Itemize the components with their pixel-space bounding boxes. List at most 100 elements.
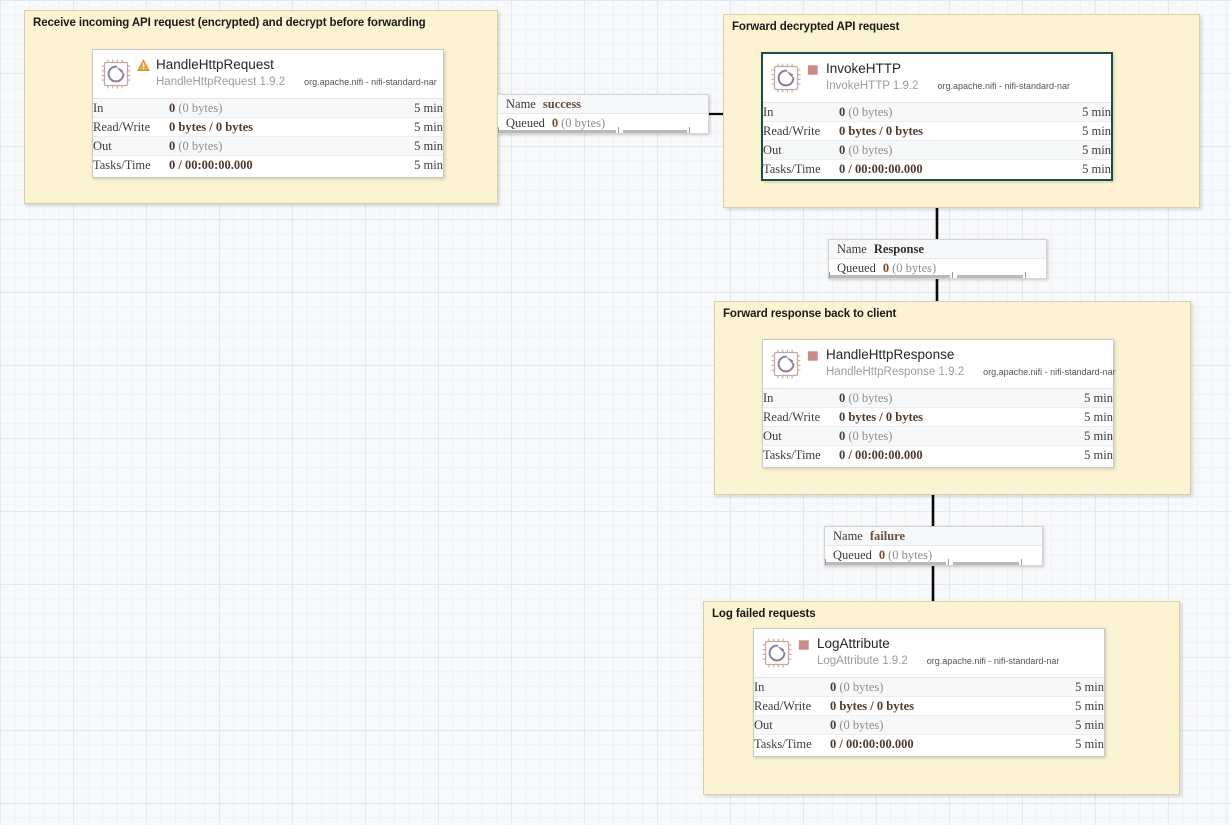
stat-time: 5 min <box>397 98 443 118</box>
queue-bar-tick <box>618 127 619 133</box>
connection-queue-bar <box>498 126 708 133</box>
stat-time: 5 min <box>1065 140 1111 160</box>
queue-bar-segment <box>623 130 687 133</box>
stat-time: 5 min <box>397 117 443 137</box>
stat-value: 0 / 00:00:00.000 <box>169 157 253 172</box>
stat-detail: (0 bytes) <box>845 142 893 157</box>
stop-icon[interactable] <box>798 638 811 651</box>
stat-value: 0 <box>169 138 176 153</box>
stat-value-cell: 0 (0 bytes) <box>839 388 1067 408</box>
processor-name: HandleHttpRequest <box>156 58 274 72</box>
stat-label: Out <box>763 426 839 446</box>
warning-icon[interactable] <box>137 59 150 72</box>
queue-bar-segment <box>499 130 616 133</box>
stat-value: 0 <box>830 679 837 694</box>
stat-detail: (0 bytes) <box>175 100 223 115</box>
stat-label: Read/Write <box>93 117 169 137</box>
stat-value-cell: 0 / 00:00:00.000 <box>830 734 1058 754</box>
stat-time: 5 min <box>1058 696 1104 716</box>
stat-value-cell: 0 (0 bytes) <box>169 136 397 156</box>
processor-name: HandleHttpResponse <box>826 348 955 362</box>
processor-bundle: org.apache.nifi - nifi-standard-nar <box>937 81 1071 91</box>
stop-icon[interactable] <box>807 63 820 76</box>
stat-value: 0 <box>839 390 846 405</box>
stat-value-cell: 0 (0 bytes) <box>839 140 1065 160</box>
queue-bar-tick <box>498 127 499 133</box>
stat-time: 5 min <box>1065 102 1111 122</box>
stat-detail: (0 bytes) <box>845 390 893 405</box>
connection-name-row: Name Response <box>829 240 1046 259</box>
stat-value-cell: 0 bytes / 0 bytes <box>839 407 1067 427</box>
stat-value: 0 / 00:00:00.000 <box>839 447 923 462</box>
processor-bundle: org.apache.nifi - nifi-standard-nar <box>983 367 1116 377</box>
stat-value: 0 <box>839 428 846 443</box>
processor-chip-icon <box>762 638 792 668</box>
processor-type: HandleHttpRequest 1.9.2 <box>156 76 286 88</box>
stat-time: 5 min <box>397 155 443 175</box>
connection-queued-count: 0 <box>551 116 559 130</box>
stat-label: Tasks/Time <box>763 445 839 465</box>
stat-value: 0 / 00:00:00.000 <box>830 736 914 751</box>
stat-value: 0 bytes / 0 bytes <box>169 119 254 134</box>
stat-time: 5 min <box>1067 426 1113 446</box>
processor-type: InvokeHTTP 1.9.2 <box>826 80 919 92</box>
processor-type: HandleHttpResponse 1.9.2 <box>826 366 965 378</box>
connection-queued-size: (0 bytes) <box>892 261 937 275</box>
connection-name-value: Response <box>873 241 924 256</box>
stat-label: Tasks/Time <box>763 159 839 179</box>
stat-value: 0 <box>839 142 846 157</box>
stat-label: Read/Write <box>754 696 830 716</box>
processor-type: LogAttribute 1.9.2 <box>817 655 908 667</box>
processor-identity: InvokeHTTP InvokeHTTP 1.9.2 org.apache.nif… <box>807 62 1105 94</box>
stat-detail: (0 bytes) <box>845 104 893 119</box>
stat-value: 0 / 00:00:00.000 <box>839 161 923 176</box>
stat-value-cell: 0 (0 bytes) <box>169 98 397 118</box>
stat-value-cell: 0 bytes / 0 bytes <box>839 121 1065 141</box>
process-group-title: Forward response back to client <box>723 308 897 320</box>
processor-chip-icon <box>101 59 131 89</box>
stat-time: 5 min <box>397 136 443 156</box>
stat-value-cell: 0 bytes / 0 bytes <box>830 696 1058 716</box>
stat-time: 5 min <box>1067 407 1113 427</box>
process-group-title: Log failed requests <box>712 608 816 620</box>
connection-queue-bar <box>825 558 1042 565</box>
processor-proc-invokehttp[interactable]: InvokeHTTP InvokeHTTP 1.9.2 org.apache.nif… <box>761 52 1113 181</box>
stop-icon[interactable] <box>807 349 820 362</box>
queue-bar-tick <box>952 272 953 278</box>
connection-name-value: failure <box>869 528 906 543</box>
stat-label: Out <box>754 715 830 735</box>
stat-detail: (0 bytes) <box>836 717 884 732</box>
stat-label: Tasks/Time <box>93 155 169 175</box>
connection-name-label: Name <box>506 96 536 111</box>
stat-label: Out <box>763 140 839 160</box>
queue-bar-tick <box>1025 272 1026 278</box>
processor-name: InvokeHTTP <box>826 62 902 76</box>
stat-detail: (0 bytes) <box>845 428 893 443</box>
connection-name-label: Name <box>837 241 867 256</box>
queue-bar-tick <box>689 127 690 133</box>
process-group-title: Receive incoming API request (encrypted)… <box>33 17 426 29</box>
stat-time: 5 min <box>1058 734 1104 754</box>
connection-queued-count: 0 <box>882 261 890 275</box>
